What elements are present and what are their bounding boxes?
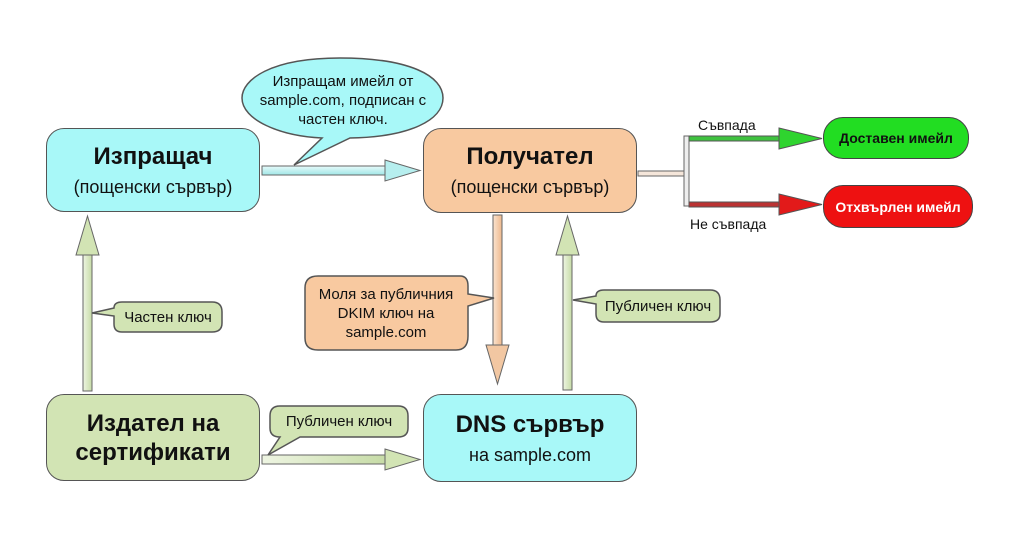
callout-send-email-shape: [241, 57, 444, 166]
mismatch-label: Не съвпада: [690, 216, 767, 232]
callout-public-key-dns-shape: [572, 289, 721, 323]
sender-title: Изпращач: [93, 142, 213, 170]
dns-subtitle: на sample.com: [469, 444, 591, 465]
match-label: Съвпада: [698, 117, 756, 133]
branch-connector: [637, 135, 690, 207]
callout-public-key-dns: Публичен ключ: [604, 298, 712, 315]
callout-public-key-issuer-shape: [267, 405, 409, 456]
receiver-title: Получател: [466, 143, 594, 170]
arrow-mismatch: [688, 193, 823, 216]
receiver-node: Получател (пощенски сървър): [423, 128, 637, 213]
callout-request-key: Моля за публичния DKIM ключ на sample.co…: [318, 286, 454, 341]
callout-request-key-shape: [304, 275, 495, 351]
rejected-pill: Отхвърлен имейл: [823, 185, 973, 228]
arrow-issuer-to-sender: [75, 214, 100, 392]
receiver-subtitle: (пощенски сървър): [450, 177, 610, 197]
sender-subtitle: (пощенски сървър): [73, 176, 233, 197]
callout-private-key: Частен ключ: [124, 309, 212, 326]
arrow-issuer-to-dns: [261, 448, 422, 471]
callout-public-key-issuer: Публичен ключ: [285, 413, 393, 430]
arrow-match: [688, 127, 823, 150]
sender-node: Изпращач (пощенски сървър): [46, 128, 260, 212]
issuer-node: Издател на сертификати: [46, 394, 260, 481]
arrow-sender-to-receiver: [261, 159, 422, 182]
callout-send-email: Изпращам имейл от sample.com, подписан с…: [259, 73, 427, 128]
delivered-pill: Доставен имейл: [823, 117, 969, 159]
arrow-receiver-to-dns: [485, 214, 510, 386]
dns-title: DNS сървър: [455, 410, 605, 438]
dns-node: DNS сървър на sample.com: [423, 394, 637, 482]
callout-private-key-shape: [91, 301, 223, 333]
arrow-dns-to-receiver: [555, 214, 580, 391]
issuer-title: Издател на сертификати: [75, 409, 231, 466]
